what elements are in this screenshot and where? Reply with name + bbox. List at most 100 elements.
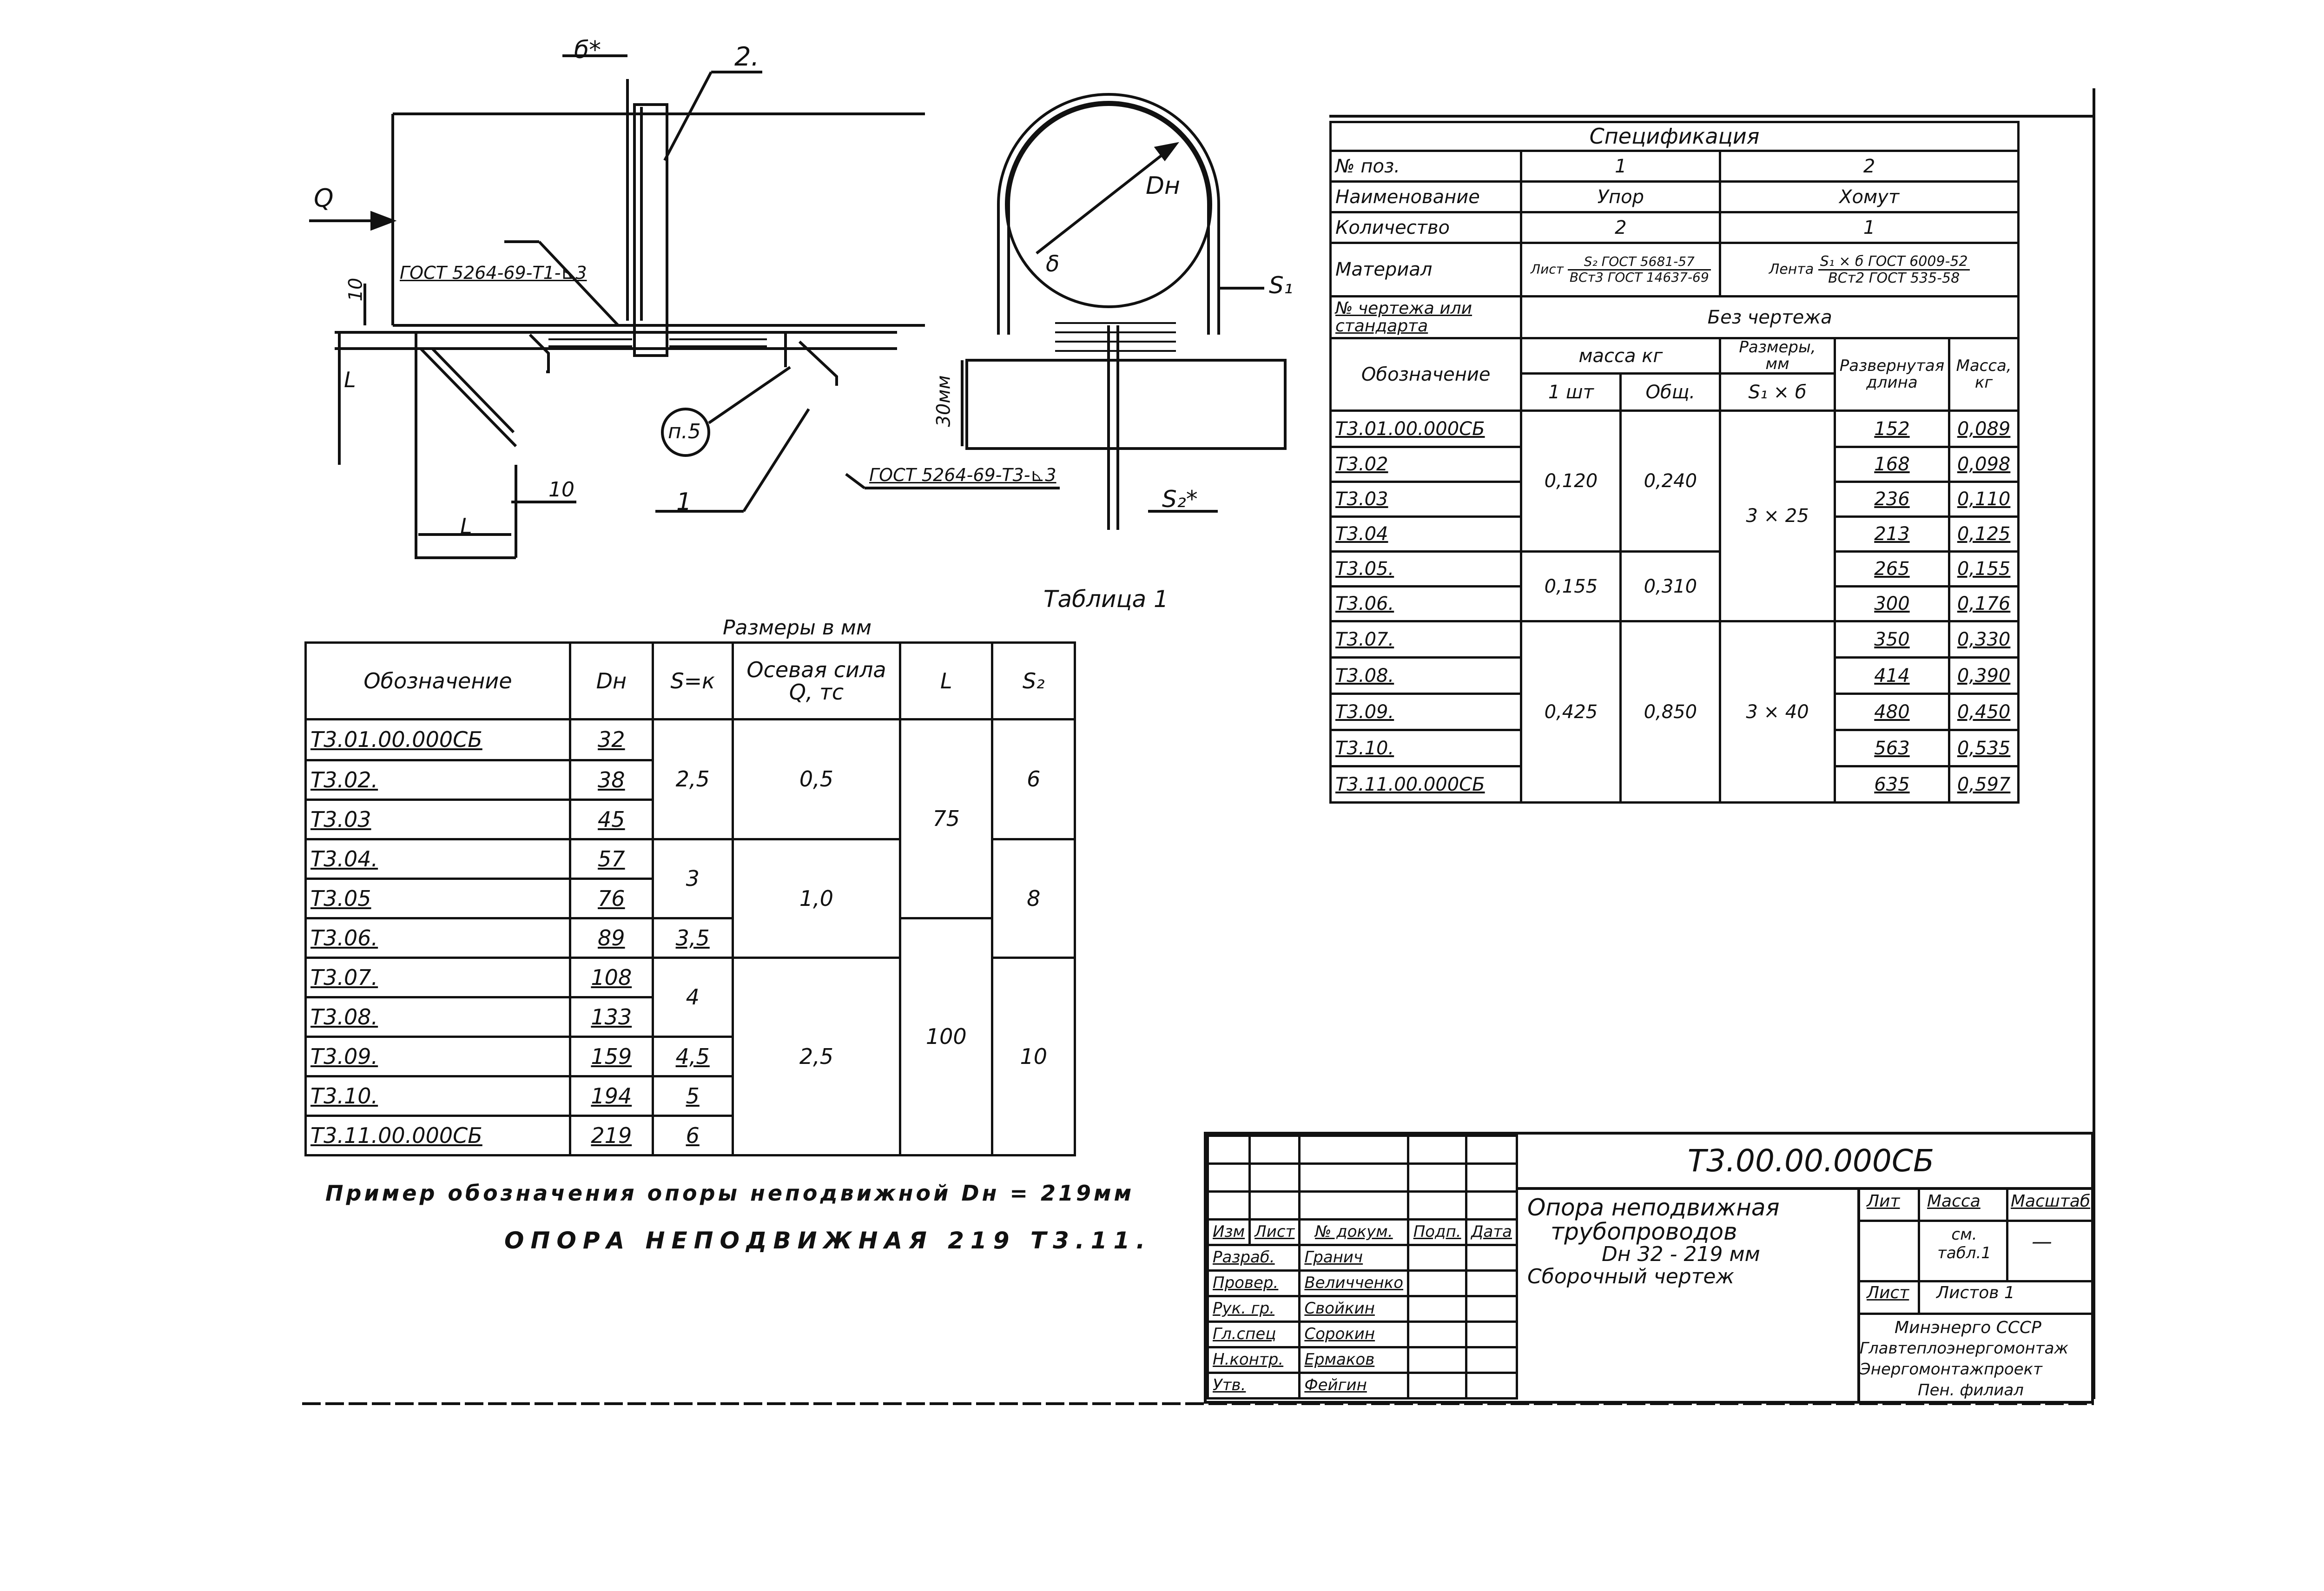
tb-name-line1: Опора неподвижная [1527,1194,1780,1221]
spec-header-per-unit: 1 шт [1520,372,1622,412]
spec-row-code: Т3.03 [1329,481,1523,518]
table1-sk: 3,5 [651,917,734,959]
tb-signature [1407,1320,1467,1348]
table1-sk: 4,5 [651,1036,734,1077]
spec-material-2-prefix: Лента [1769,261,1814,277]
spec-table: Спецификация № поз. 1 2 Наименование Упо… [1329,121,2020,804]
table1-force: 2,5 [731,957,902,1156]
tb-name: Свойкин [1298,1295,1410,1323]
label-dim-l-bottom: L [460,514,472,539]
tb-role: Н.контр. [1206,1346,1301,1374]
spec-material-1-den: ВСт3 ГОСТ 14637-69 [1569,269,1709,285]
table1-units-caption: Размеры в мм [723,616,872,640]
side-view [309,54,1060,559]
label-pos-2: 2. [734,42,759,72]
tb-mass: Масса [1927,1192,1981,1211]
spec-dev-len: 414 [1833,656,1951,695]
spec-row-code: Т3.08. [1329,656,1523,695]
spec-mass-total: 0,240 [1619,409,1722,553]
spec-row-code: Т3.02 [1329,446,1523,483]
spec-name-1: Упор [1520,180,1722,213]
label-dim-10-top: 10 [345,277,367,302]
spec-row-code: Т3.07. [1329,620,1523,659]
spec-material-2-den: ВСт2 ГОСТ 535-58 [1828,270,1960,286]
table1-row-code: Т3.08. [304,996,572,1038]
tb-mass-value: см. табл.1 [1937,1225,1991,1262]
tb-org-1: Минэнерго СССР [1895,1318,2041,1337]
spec-row-code: Т3.09. [1329,693,1523,732]
tb-name-line4: Сборочный чертеж [1527,1265,1735,1288]
table1-sk: 6 [651,1115,734,1156]
label-delta: δ [1046,251,1060,277]
spec-dev-len: 635 [1833,765,1951,804]
tb-role: Разраб. [1206,1244,1301,1272]
table1-row-code: Т3.04. [304,838,572,880]
table1-row-dn: 32 [569,718,654,761]
spec-mass2: 0,155 [1948,550,2020,588]
tb-name-line2: трубопроводов [1551,1218,1737,1245]
table1-row-dn: 76 [569,878,654,919]
spec-dev-len: 213 [1833,515,1951,553]
label-s1: S₁ [1269,272,1293,299]
tb-sheets: Листов 1 [1936,1283,2015,1302]
table1-row-code: Т3.09. [304,1036,572,1077]
spec-mass2: 0,110 [1948,481,2020,518]
spec-dev-len: 300 [1833,585,1951,623]
label-s2-star: S₂* [1162,486,1198,513]
table1-row-dn: 89 [569,917,654,959]
table1-row-dn: 38 [569,759,654,801]
spec-mass2: 0,089 [1948,409,2020,449]
tb-org-2: Главтеплоэнергомонтаж [1860,1339,2069,1358]
title-block-signatures: Изм Лист № докум. Подп. Дата Разраб. Гра… [1206,1135,1519,1400]
tb-doc-code: Т3.00.00.000СБ [1687,1143,1934,1179]
section-view [961,93,1287,530]
label-table-1: Таблица 1 [1043,586,1169,613]
tb-name: Величченко [1298,1269,1410,1297]
spec-title: Спецификация [1329,121,2020,152]
spec-pos-1: 1 [1520,150,1722,183]
tb-signature [1407,1244,1467,1272]
table1-force: 1,0 [731,838,902,959]
table1-row-dn: 45 [569,799,654,840]
tb-role: Рук. гр. [1206,1295,1301,1323]
table1-s2: 8 [991,838,1076,959]
table1-s2: 10 [991,957,1076,1156]
spec-row-code: Т3.04 [1329,515,1523,553]
spec-pos-2: 2 [1719,150,2020,183]
spec-header-dev-len: Развернутая длина [1833,337,1951,412]
spec-material-1-prefix: Лист [1531,261,1564,277]
table1-force: 0,5 [731,718,902,840]
spec-row-code: Т3.06. [1329,585,1523,623]
tb-head-sign: Подп. [1407,1218,1467,1246]
spec-mass2: 0,125 [1948,515,2020,553]
spec-pos-label: № поз. [1329,150,1523,183]
label-b-star: б* [574,36,601,64]
table1-row-code: Т3.02. [304,759,572,801]
tb-name: Фейгин [1298,1372,1410,1400]
spec-dev-len: 168 [1833,446,1951,483]
table1-row-code: Т3.05 [304,878,572,919]
title-block: Изм Лист № докум. Подп. Дата Разраб. Гра… [1204,1132,2094,1404]
table1-row-code: Т3.03 [304,799,572,840]
label-pos-p5: п.5 [668,420,701,443]
spec-row-code: Т3.11.00.000СБ [1329,765,1523,804]
tb-head-list: Лист [1248,1218,1301,1246]
example-line-2: ОПОРА НЕПОДВИЖНАЯ 219 Т3.11. [504,1227,1152,1254]
label-dim-30: 30мм [933,375,955,427]
tb-role: Провер. [1206,1269,1301,1297]
label-force-q: Q [314,184,334,213]
label-dn: Dн [1146,172,1181,200]
spec-dev-len: 152 [1833,409,1951,449]
spec-dev-len: 480 [1833,693,1951,732]
table1-row-dn: 108 [569,957,654,998]
spec-mass-unit: 0,425 [1520,620,1622,804]
spec-drawing-label: № чертежа или стандарта [1329,295,1523,339]
spec-dev-len: 265 [1833,550,1951,588]
table1-row-code: Т3.10. [304,1075,572,1117]
table1-l: 100 [899,917,994,1156]
spec-dev-len: 563 [1833,729,1951,768]
spec-material-2-num: S₁ × б ГОСТ 6009-52 [1818,254,1970,271]
table1-row-code: Т3.01.00.000СБ [304,718,572,761]
